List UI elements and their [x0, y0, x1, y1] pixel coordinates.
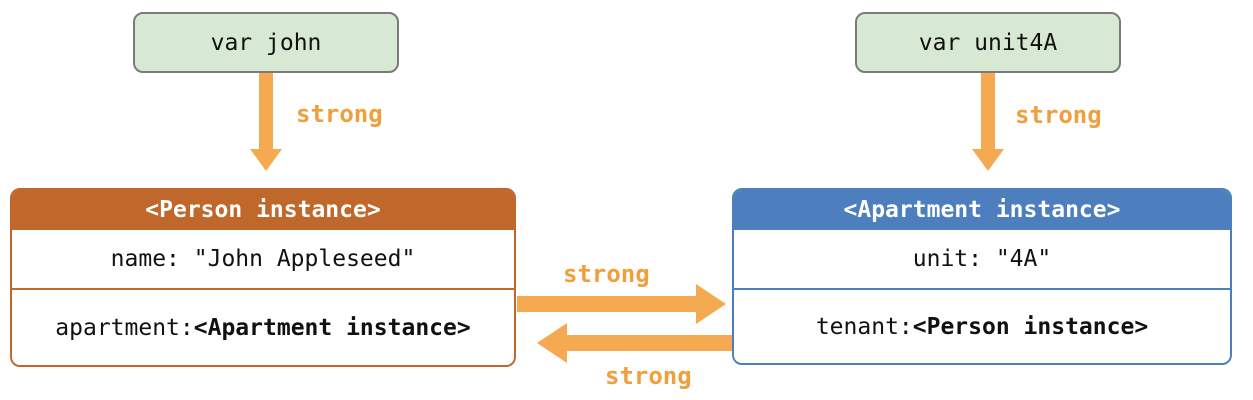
person-apartment-property: apartment:: [55, 314, 194, 341]
strong-label-john-ref: strong: [296, 100, 383, 128]
person-name-row: name: "John Appleseed": [12, 230, 514, 288]
strong-arrow-down-john-to-person-icon: [250, 73, 282, 171]
var-unit4a-label: var unit4A: [918, 29, 1058, 56]
person-apartment-row: apartment: <Apartment instance>: [12, 288, 514, 365]
strong-label-unit4a-ref: strong: [1015, 101, 1102, 129]
strong-arrow-right-person-to-apartment-icon: [517, 284, 726, 324]
person-instance-header: <Person instance>: [12, 190, 514, 230]
apartment-tenant-value: <Person instance>: [912, 313, 1149, 340]
apartment-instance-header: <Apartment instance>: [734, 190, 1230, 230]
strong-arrow-down-unit4a-to-apartment-icon: [972, 73, 1004, 171]
person-apartment-value: <Apartment instance>: [193, 314, 471, 341]
apartment-instance-title: <Apartment instance>: [843, 197, 1121, 223]
apartment-unit-row: unit: "4A": [734, 230, 1230, 288]
person-instance-box: <Person instance> name: "John Appleseed"…: [10, 188, 516, 367]
apartment-instance-box: <Apartment instance> unit: "4A" tenant: …: [732, 188, 1232, 365]
strong-label-apartment-to-person: strong: [605, 362, 692, 390]
var-john-label: var john: [210, 29, 322, 56]
var-john-box: var john: [133, 12, 399, 73]
strong-arrow-left-apartment-to-person-icon: [537, 323, 732, 363]
apartment-tenant-property: tenant:: [815, 313, 913, 340]
apartment-tenant-row: tenant: <Person instance>: [734, 288, 1230, 363]
person-name-value: name: "John Appleseed": [110, 246, 416, 272]
strong-label-person-to-apartment: strong: [563, 260, 650, 288]
var-unit4a-box: var unit4A: [855, 12, 1121, 73]
apartment-unit-value: unit: "4A": [912, 246, 1052, 272]
person-instance-title: <Person instance>: [145, 197, 381, 223]
